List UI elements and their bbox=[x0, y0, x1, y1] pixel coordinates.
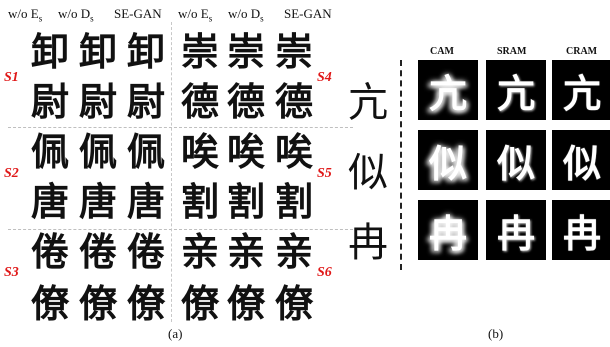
source-char-1: 亢 bbox=[348, 80, 388, 126]
col-header-sram: SRAM bbox=[497, 46, 527, 57]
col-header-cam: CAM bbox=[430, 46, 454, 57]
column-header-prefix: w/o bbox=[178, 6, 201, 21]
right-grid-glyph: 亲 bbox=[226, 229, 265, 274]
right-grid-glyph: 唉 bbox=[274, 129, 313, 174]
left-grid-glyph: 佩 bbox=[30, 129, 69, 174]
separator-panel-b bbox=[400, 60, 402, 270]
left-grid-glyph: 佩 bbox=[126, 129, 165, 174]
right-grid-glyph: 唉 bbox=[226, 129, 265, 174]
right-grid-glyph: 崇 bbox=[180, 29, 219, 74]
left-grid-glyph: 尉 bbox=[126, 79, 165, 124]
left-grid-glyph: 卸 bbox=[78, 29, 117, 74]
column-header-prefix: w/o bbox=[228, 6, 251, 21]
column-header-subscript: s bbox=[90, 13, 94, 24]
column-header: w/o Es bbox=[178, 6, 212, 24]
attention-map-cram: 冉 bbox=[552, 200, 610, 260]
attention-map-sram: 亢 bbox=[486, 60, 546, 120]
attention-map-cam: 似 bbox=[418, 130, 478, 190]
right-grid-glyph: 崇 bbox=[274, 29, 313, 74]
caption-b: (b) bbox=[488, 326, 504, 341]
left-grid-glyph: 倦 bbox=[78, 229, 117, 274]
left-grid-glyph: 倦 bbox=[30, 229, 69, 274]
column-header-subscript: s bbox=[260, 13, 264, 24]
attention-map-sram: 冉 bbox=[486, 200, 546, 260]
column-header: w/o Ds bbox=[58, 6, 94, 24]
column-header-subscript: s bbox=[38, 13, 43, 24]
row-label-s4: S4 bbox=[317, 70, 332, 85]
caption-a: (a) bbox=[168, 326, 183, 341]
column-header-main: SE-GAN bbox=[284, 6, 332, 21]
right-grid-glyph: 亲 bbox=[180, 229, 219, 274]
right-grid-glyph: 割 bbox=[226, 179, 265, 224]
left-grid-glyph: 卸 bbox=[126, 29, 165, 74]
column-header: w/o Es bbox=[8, 6, 42, 24]
right-grid-glyph: 德 bbox=[274, 79, 313, 124]
column-header: SE-GAN bbox=[114, 6, 162, 24]
source-char-3: 冉 bbox=[348, 220, 388, 266]
attention-map-cram: 亢 bbox=[552, 60, 610, 120]
row-label-s1: S1 bbox=[4, 70, 19, 85]
row-label-s5: S5 bbox=[317, 166, 332, 181]
left-grid-glyph: 倦 bbox=[126, 229, 165, 274]
col-header-cram: CRAM bbox=[566, 46, 598, 57]
left-grid-glyph: 佩 bbox=[78, 129, 117, 174]
left-grid-glyph: 卸 bbox=[30, 29, 69, 74]
column-header-main: D bbox=[250, 6, 261, 21]
left-grid-glyph: 尉 bbox=[78, 79, 117, 124]
left-grid-glyph: 尉 bbox=[30, 79, 69, 124]
row-label-s2: S2 bbox=[4, 166, 19, 181]
attention-map-cam: 亢 bbox=[418, 60, 478, 120]
left-grid-glyph: 唐 bbox=[78, 179, 117, 224]
left-grid-glyph: 僚 bbox=[78, 281, 117, 326]
right-grid-glyph: 唉 bbox=[180, 129, 219, 174]
column-header-main: D bbox=[80, 6, 91, 21]
attention-map-sram: 似 bbox=[486, 130, 546, 190]
column-header-main: E bbox=[200, 6, 209, 21]
left-grid-glyph: 僚 bbox=[30, 281, 69, 326]
column-header: w/o Ds bbox=[228, 6, 264, 24]
right-grid-glyph: 僚 bbox=[180, 281, 219, 326]
left-grid-glyph: 唐 bbox=[126, 179, 165, 224]
separator-s1-s2 bbox=[8, 127, 353, 128]
right-grid-glyph: 亲 bbox=[274, 229, 313, 274]
column-header: SE-GAN bbox=[284, 6, 332, 24]
right-grid-glyph: 崇 bbox=[226, 29, 265, 74]
column-header-main: E bbox=[30, 6, 39, 21]
column-header-prefix: w/o bbox=[58, 6, 81, 21]
column-header-subscript: s bbox=[208, 13, 213, 24]
separator-center bbox=[171, 22, 172, 322]
left-grid-glyph: 僚 bbox=[126, 281, 165, 326]
separator-s2-s3 bbox=[8, 229, 353, 230]
attention-map-cram: 似 bbox=[552, 130, 610, 190]
right-grid-glyph: 僚 bbox=[226, 281, 265, 326]
row-label-s6: S6 bbox=[317, 265, 332, 280]
column-header-main: SE-GAN bbox=[114, 6, 162, 21]
left-grid-glyph: 唐 bbox=[30, 179, 69, 224]
source-char-2: 似 bbox=[348, 150, 388, 196]
right-grid-glyph: 德 bbox=[226, 79, 265, 124]
right-grid-glyph: 德 bbox=[180, 79, 219, 124]
right-grid-glyph: 割 bbox=[180, 179, 219, 224]
right-grid-glyph: 僚 bbox=[274, 281, 313, 326]
row-label-s3: S3 bbox=[4, 265, 19, 280]
column-header-prefix: w/o bbox=[8, 6, 31, 21]
right-grid-glyph: 割 bbox=[274, 179, 313, 224]
attention-map-cam: 冉 bbox=[418, 200, 478, 260]
